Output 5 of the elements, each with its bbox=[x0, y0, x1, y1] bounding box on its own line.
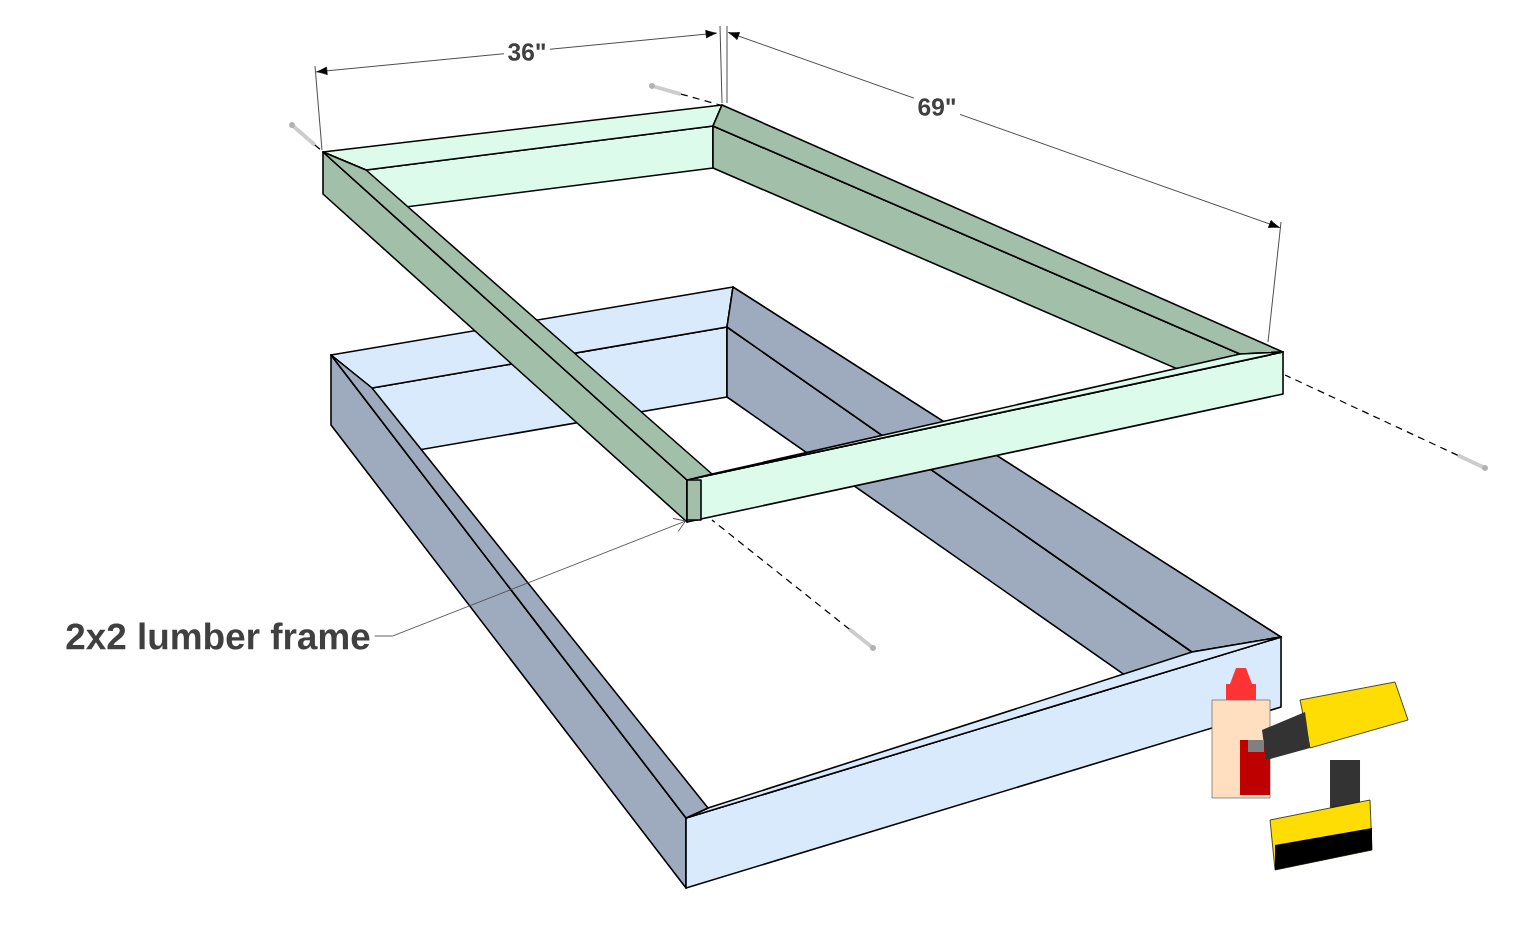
dimension-label: 69" bbox=[914, 94, 961, 120]
leader-line bbox=[374, 517, 686, 637]
callout-label: 2x2 lumber frame bbox=[66, 622, 370, 650]
dimension-label: 36" bbox=[504, 39, 551, 65]
board-end bbox=[686, 479, 702, 521]
